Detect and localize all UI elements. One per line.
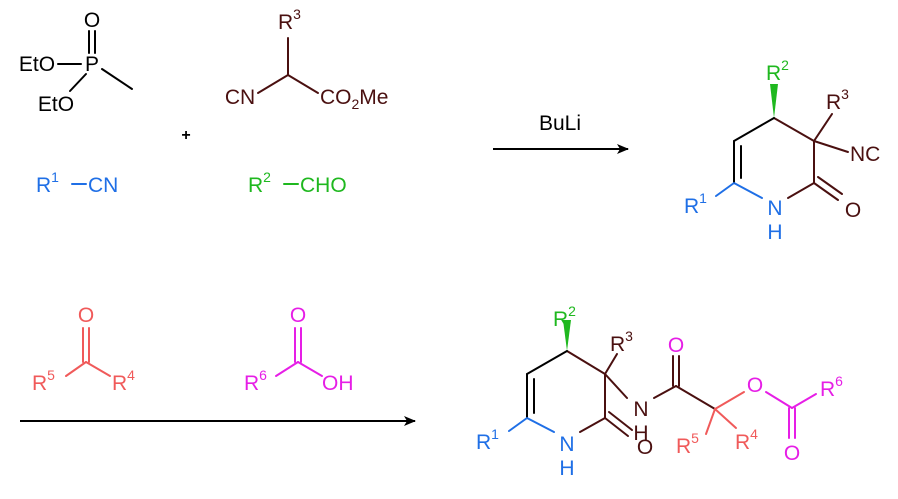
product2-amide-o: O bbox=[668, 334, 684, 357]
product1-r3: R3 bbox=[826, 86, 849, 114]
aldehyde-r2: R2 bbox=[248, 169, 271, 197]
product2-ring-h: H bbox=[559, 457, 574, 480]
product2-r4: R4 bbox=[735, 426, 758, 454]
ketone-reagent: O R5 R4 bbox=[32, 304, 135, 395]
p2-n-c-bond bbox=[653, 385, 677, 399]
carboxylic-acid-reagent: O R6 OH bbox=[244, 304, 354, 395]
p2-cq-o-bond bbox=[714, 391, 745, 410]
p2-c3-n-bond bbox=[604, 373, 628, 399]
product1-r1: R1 bbox=[684, 190, 707, 218]
nitrile-r1: R1 bbox=[36, 169, 59, 197]
isocyano-r3: R3 bbox=[278, 6, 301, 34]
acid-r6-bond bbox=[275, 361, 299, 377]
ring-c4-c3 bbox=[773, 117, 815, 142]
p2-cq-r5-bond bbox=[705, 408, 716, 435]
product2-amide-h: H bbox=[633, 422, 648, 445]
ring-c2-n bbox=[787, 182, 815, 199]
diethyl-methylphosphonate: O P EtO EtO bbox=[19, 9, 133, 116]
p2-r3-bond bbox=[604, 353, 618, 375]
r2-wedge-bond bbox=[770, 84, 778, 118]
acid-o: O bbox=[290, 304, 306, 327]
product1-n: N bbox=[767, 197, 782, 220]
product2-ring-o: O bbox=[637, 436, 653, 459]
product2-ring-n: N bbox=[559, 433, 574, 456]
product2-r1: R1 bbox=[476, 426, 499, 454]
nitrile-cn: CN bbox=[88, 174, 118, 197]
isocyanoacetate-reagent: R3 CN CO2Me bbox=[225, 6, 389, 112]
phosphonate-eto-top: EtO bbox=[19, 53, 55, 76]
product2-r3: R3 bbox=[610, 328, 633, 356]
p2-ring-c2-n bbox=[579, 417, 606, 433]
p2-ring-carbonyl-a bbox=[604, 417, 629, 437]
acid-oh-bond bbox=[297, 361, 323, 377]
ketone-o: O bbox=[78, 304, 94, 327]
p2-r2-wedge-bond bbox=[563, 320, 571, 351]
final-product: R2 R3 O N H R1 N H O R5 R4 O O bbox=[476, 303, 843, 480]
dihydropyridinone-product: R2 R3 NC O N H R1 bbox=[684, 57, 880, 244]
nc-bond bbox=[813, 140, 849, 153]
product1-r2: R2 bbox=[766, 57, 789, 85]
product2-amide-n: N bbox=[633, 398, 648, 421]
ketone-r4-bond bbox=[85, 361, 111, 377]
p2-co-cq-bond bbox=[675, 385, 716, 410]
p-methyl-bond bbox=[101, 68, 133, 90]
aldehyde-reagent: R2 CHO bbox=[248, 169, 347, 197]
isocyano-ester-bond bbox=[287, 74, 319, 94]
p2-ring-c5-c4 bbox=[526, 350, 568, 375]
reagent-buli: BuLi bbox=[539, 112, 581, 135]
ketone-r4: R4 bbox=[112, 367, 135, 395]
carbonyl-bond-b bbox=[817, 176, 843, 195]
product1-h: H bbox=[767, 221, 782, 244]
carbonyl-bond-a bbox=[813, 182, 839, 201]
isocyano-cn: CN bbox=[225, 86, 255, 109]
ketone-r5: R5 bbox=[32, 367, 55, 395]
ring-c5-c4 bbox=[733, 117, 775, 142]
isocyano-co2me: CO2Me bbox=[320, 86, 388, 112]
ring-n-c6 bbox=[733, 182, 763, 199]
phosphonate-eto-bottom: EtO bbox=[38, 93, 74, 116]
isocyano-cn-bond bbox=[257, 74, 289, 94]
p2-cq-r4-bond bbox=[714, 408, 737, 429]
product2-ester-o: O bbox=[747, 374, 763, 397]
product2-r2: R2 bbox=[553, 303, 576, 331]
r1-bond bbox=[715, 182, 735, 197]
product1-o: O bbox=[845, 199, 861, 222]
plus-sign: + bbox=[181, 127, 190, 144]
p2-ring-c4-c3 bbox=[566, 350, 606, 375]
phosphonate-oxo-o: O bbox=[84, 9, 100, 32]
p2-ring-n-c6 bbox=[526, 417, 555, 433]
p2-ring-carbonyl-b bbox=[608, 411, 633, 431]
product1-nc: NC bbox=[850, 143, 880, 166]
ketone-r5-bond bbox=[65, 361, 87, 377]
acid-oh: OH bbox=[322, 372, 354, 395]
acid-r6: R6 bbox=[244, 367, 267, 395]
product2-r6: R6 bbox=[820, 373, 843, 401]
product2-ester-carbonyl-o: O bbox=[784, 442, 800, 465]
p2-r1-bond bbox=[508, 417, 528, 432]
p-oet-bond-bottom bbox=[69, 73, 87, 92]
p2-c-r6-bond bbox=[791, 393, 817, 409]
r3-bond bbox=[813, 113, 833, 142]
nitrile-reagent: R1 CN bbox=[36, 169, 118, 197]
aldehyde-cho: CHO bbox=[300, 174, 347, 197]
product2-r5: R5 bbox=[676, 430, 699, 458]
phosphonate-p: P bbox=[85, 53, 99, 76]
p2-o-c-bond bbox=[765, 391, 793, 409]
